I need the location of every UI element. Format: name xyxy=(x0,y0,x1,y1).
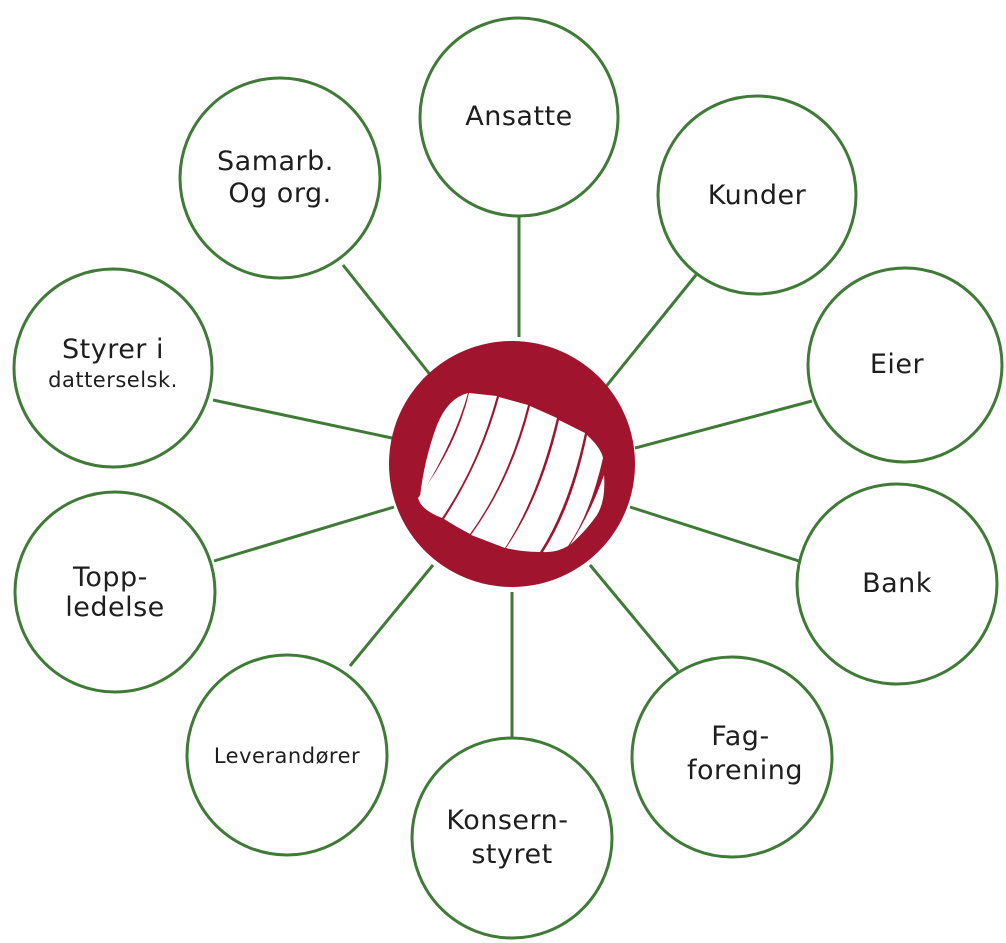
node-label: Bank xyxy=(862,568,932,599)
node-circle xyxy=(806,266,1004,464)
node-label: Samarb. Og org. xyxy=(217,146,343,209)
spoke-toppledelse xyxy=(213,505,395,563)
node-toppledelse: Topp- ledelse xyxy=(13,490,217,694)
node-circle xyxy=(178,76,382,280)
node-label-line: ledelse xyxy=(65,592,165,623)
spoke-eier xyxy=(634,399,813,450)
node-label-line: Bank xyxy=(862,568,932,599)
node-circle xyxy=(410,736,614,940)
node-circle xyxy=(12,267,214,469)
spoke-fagforening xyxy=(588,564,680,672)
node-circle xyxy=(418,16,620,218)
node-leverandorer: Leverandører xyxy=(185,653,389,857)
node-label: Topp- ledelse xyxy=(65,562,165,623)
spoke-samarb xyxy=(341,264,434,378)
spoke-bank xyxy=(629,505,803,564)
node-fagforening: Fag- forening xyxy=(630,655,834,859)
node-label-line: forening xyxy=(687,755,803,786)
node-circle xyxy=(185,653,389,857)
node-label: Kunder xyxy=(708,180,807,211)
node-eier: Eier xyxy=(806,266,1004,464)
node-label: Ansatte xyxy=(465,101,572,132)
node-label-line: Og org. xyxy=(228,178,331,209)
node-label-line: Topp- xyxy=(72,562,148,593)
spoke-leverandorer xyxy=(348,564,435,667)
node-label-line: Kunder xyxy=(708,180,807,211)
node-circle xyxy=(630,655,834,859)
spokes xyxy=(212,215,813,741)
node-label-line: Fag- xyxy=(711,721,769,752)
node-label-line: Konsern- xyxy=(446,805,568,836)
node-label: Leverandører xyxy=(214,744,360,768)
node-circle xyxy=(795,482,999,686)
node-label-line: Ansatte xyxy=(465,101,572,132)
node-label: Konsern- styret xyxy=(446,805,577,870)
node-label: Fag- forening xyxy=(687,721,803,786)
node-label-line: Eier xyxy=(870,349,925,380)
node-konsernstyret: Konsern- styret xyxy=(410,736,614,940)
node-label: Eier xyxy=(870,349,925,380)
center-hub xyxy=(389,341,635,587)
node-label-line: Styrer i xyxy=(62,334,164,365)
node-kunder: Kunder xyxy=(656,94,858,296)
node-bank: Bank xyxy=(795,482,999,686)
node-ansatte: Ansatte xyxy=(418,16,620,218)
node-styrer: Styrer i datterselsk. xyxy=(12,267,214,469)
node-circle xyxy=(13,490,217,694)
node-label-line: Samarb. xyxy=(217,146,334,177)
node-label-line: datterselsk. xyxy=(48,368,178,392)
node-label-secondary: datterselsk. xyxy=(48,368,178,392)
node-samarb: Samarb. Og org. xyxy=(178,76,382,280)
spoke-styrer xyxy=(212,398,393,440)
node-label-line: styret xyxy=(471,839,552,870)
node-circle xyxy=(656,94,858,296)
node-label: Styrer i xyxy=(62,334,164,365)
node-label-line: Leverandører xyxy=(214,744,360,768)
striped-logo-icon xyxy=(418,393,605,553)
spoke-kunder xyxy=(602,269,702,390)
